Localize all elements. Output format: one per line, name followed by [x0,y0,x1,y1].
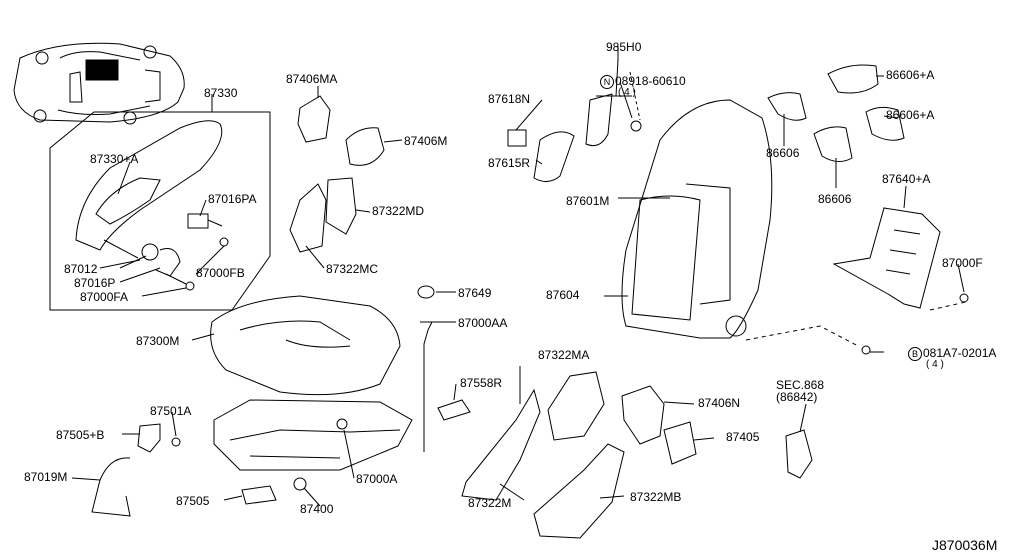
leader-lines [71,46,965,507]
label-081a7-qty: ( 4 ) [926,359,944,370]
label-87300m: 87300M [136,334,180,348]
label-08918-qty: ( 4 ) [618,87,636,98]
label-87601m: 87601M [566,194,610,208]
seat-cushion-illustration [210,295,413,491]
label-87405: 87405 [726,430,760,444]
label-87000a: 87000A [356,472,398,486]
label-87406m: 87406M [404,134,448,148]
label-87330: 87330 [204,86,238,100]
label-86606-a-top: 86606+A [886,68,935,82]
label-87501a: 87501A [150,404,192,418]
seat-side-shield-group [49,111,271,311]
label-87322m: 87322M [468,496,512,510]
label-87000fb: 87000FB [196,266,245,280]
right-side-trims [767,64,969,479]
seat-back-illustration [621,99,859,347]
label-87618n: 87618N [488,92,531,106]
bracket-illustrations-upper [289,95,385,253]
label-86606-left: 86606 [766,146,800,160]
label-87322md: 87322MD [372,204,425,218]
label-87558r: 87558R [460,376,503,390]
label-87615r: 87615R [488,156,531,170]
label-sec868: SEC.868 [776,378,825,392]
label-87640-a: 87640+A [882,172,931,186]
label-87604: 87604 [546,288,580,302]
label-87012: 87012 [64,262,98,276]
label-86606-a-mid: 86606+A [886,108,935,122]
label-87016pa: 87016PA [208,192,257,206]
label-87000f: 87000F [942,256,983,270]
label-87406ma: 87406MA [286,72,338,86]
b-circle-icon: B [908,346,922,361]
label-985h0: 985H0 [606,40,642,54]
label-86606-right: 86606 [818,192,852,206]
label-87649: 87649 [458,286,492,300]
label-87400: 87400 [300,502,334,516]
label-87322mb: 87322MB [630,490,682,504]
upper-middle-parts [507,59,642,182]
label-87406n: 87406N [698,396,741,410]
label-sec868-sub: (86842) [776,390,818,404]
label-87505: 87505 [176,494,210,508]
label-87322mc: 87322MC [326,262,379,276]
label-87016p: 87016P [74,276,116,290]
car-top-view-illustration [13,42,185,125]
label-87000aa: 87000AA [458,316,508,330]
label-87000fa: 87000FA [80,290,129,304]
n-circle-icon: N [600,74,614,89]
label-87505-b: 87505+B [56,428,105,442]
diagram-id: J870036M [932,537,998,553]
label-87322ma: 87322MA [538,348,590,362]
backrest-side-covers [461,371,697,539]
small-parts-left [91,285,471,517]
label-87019m: 87019M [24,470,68,484]
label-08918-60610-text: 08918-60610 [615,74,686,88]
label-87330-a: 87330+A [90,152,139,166]
label-081a7-0201a-text: 081A7-0201A [923,346,997,360]
